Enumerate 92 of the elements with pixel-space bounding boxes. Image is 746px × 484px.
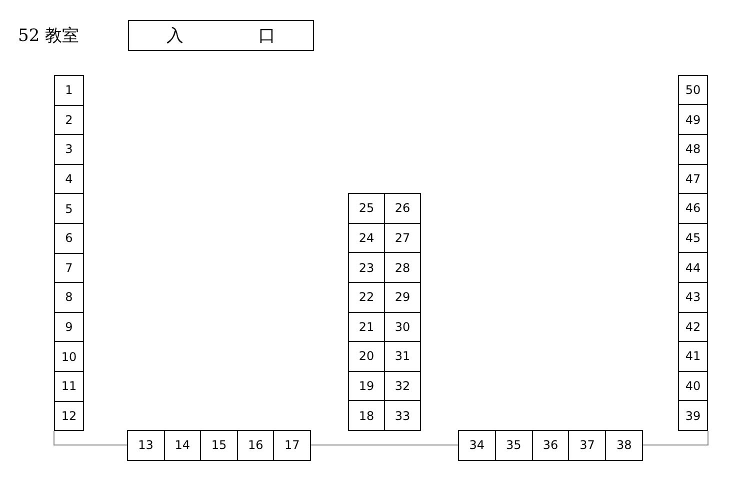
seat-number: 30 [394,320,410,334]
seat-number: 48 [685,142,701,156]
seat-number: 5 [65,202,73,216]
seat-number: 18 [358,408,374,423]
seat-number: 41 [685,349,701,364]
seat-box [678,164,708,194]
seat-number: 12 [61,408,77,423]
seat-number: 37 [580,438,595,452]
entrance-label: 入 [166,25,184,47]
seat-number: 2 [65,112,73,127]
seat-number: 47 [685,172,701,186]
seat-box [127,430,165,461]
seat-box [54,164,84,194]
seat-box [678,104,708,135]
seat-number: 23 [358,260,374,275]
seat-number: 31 [394,349,410,364]
seat-box [532,430,570,461]
seat-box [678,370,708,402]
seat-number: 36 [542,438,558,452]
seat-number: 26 [394,201,410,216]
seat-number: 27 [394,231,410,246]
seat-box [678,312,708,342]
seat-number: 14 [174,438,190,452]
seat-number: 1 [65,83,73,98]
entrance-box [128,20,314,51]
seat-number: 7 [65,260,73,275]
seat-box [236,430,274,461]
seat-number: 40 [685,379,701,394]
seat-box [54,223,84,254]
seat-number: 22 [358,290,374,304]
seat-box [458,430,496,461]
seat-number: 35 [506,438,522,452]
seat-box [348,193,385,224]
seat-number: 43 [685,290,701,304]
seat-number: 49 [685,112,701,127]
seat-box [678,400,708,431]
seat-number: 38 [616,438,632,452]
seat-number: 15 [211,438,227,452]
seat-number: 33 [394,408,410,423]
seat-number: 6 [65,231,73,246]
seat-number: 21 [358,320,374,334]
seat-box [273,430,311,461]
seat-box [678,282,708,313]
seat-box [678,74,708,106]
seat-box [54,282,84,313]
seat-number: 20 [358,349,374,364]
seat-box [54,341,84,372]
seat-box [54,75,84,106]
seat-box [54,312,84,342]
seat-box [54,400,84,432]
seat-box [200,430,238,461]
seat-box [605,430,643,461]
seat-number: 3 [65,142,73,156]
seat-number: 17 [284,438,300,452]
seat-number: 34 [469,438,485,452]
seat-box [54,371,84,402]
seat-box [54,104,84,136]
seat-box [678,341,708,372]
seat-box [54,134,84,165]
seat-box [164,430,202,461]
seat-number: 50 [685,83,701,98]
seat-box [54,193,84,224]
seat-box [54,252,84,284]
room-label: 52 教室 [18,25,80,47]
seat-box [384,193,421,224]
seat-number: 19 [358,379,374,394]
seat-box [568,430,606,461]
seat-number: 32 [394,379,410,394]
seat-box [678,222,708,254]
seat-number: 44 [685,260,701,275]
seat-number: 42 [685,320,701,334]
seat-number: 39 [685,408,701,423]
seat-number: 29 [394,290,410,304]
seat-number: 11 [61,379,77,394]
seat-number: 4 [65,172,73,186]
seat-number: 9 [65,320,73,334]
seat-box [678,252,708,283]
seat-number: 16 [248,438,264,452]
seat-box [348,400,385,431]
seat-number: 10 [61,350,77,364]
seat-number: 8 [65,290,73,304]
seat-box [678,134,708,165]
seat-number: 24 [358,231,374,246]
seat-box [494,430,533,461]
seat-number: 45 [685,231,701,246]
entrance-label: 口 [258,25,276,47]
seat-number: 25 [358,201,374,216]
seat-box [678,193,708,224]
seat-number: 46 [685,201,701,216]
seat-box [384,400,421,431]
seat-number: 28 [394,260,410,275]
seat-number: 13 [138,438,154,452]
